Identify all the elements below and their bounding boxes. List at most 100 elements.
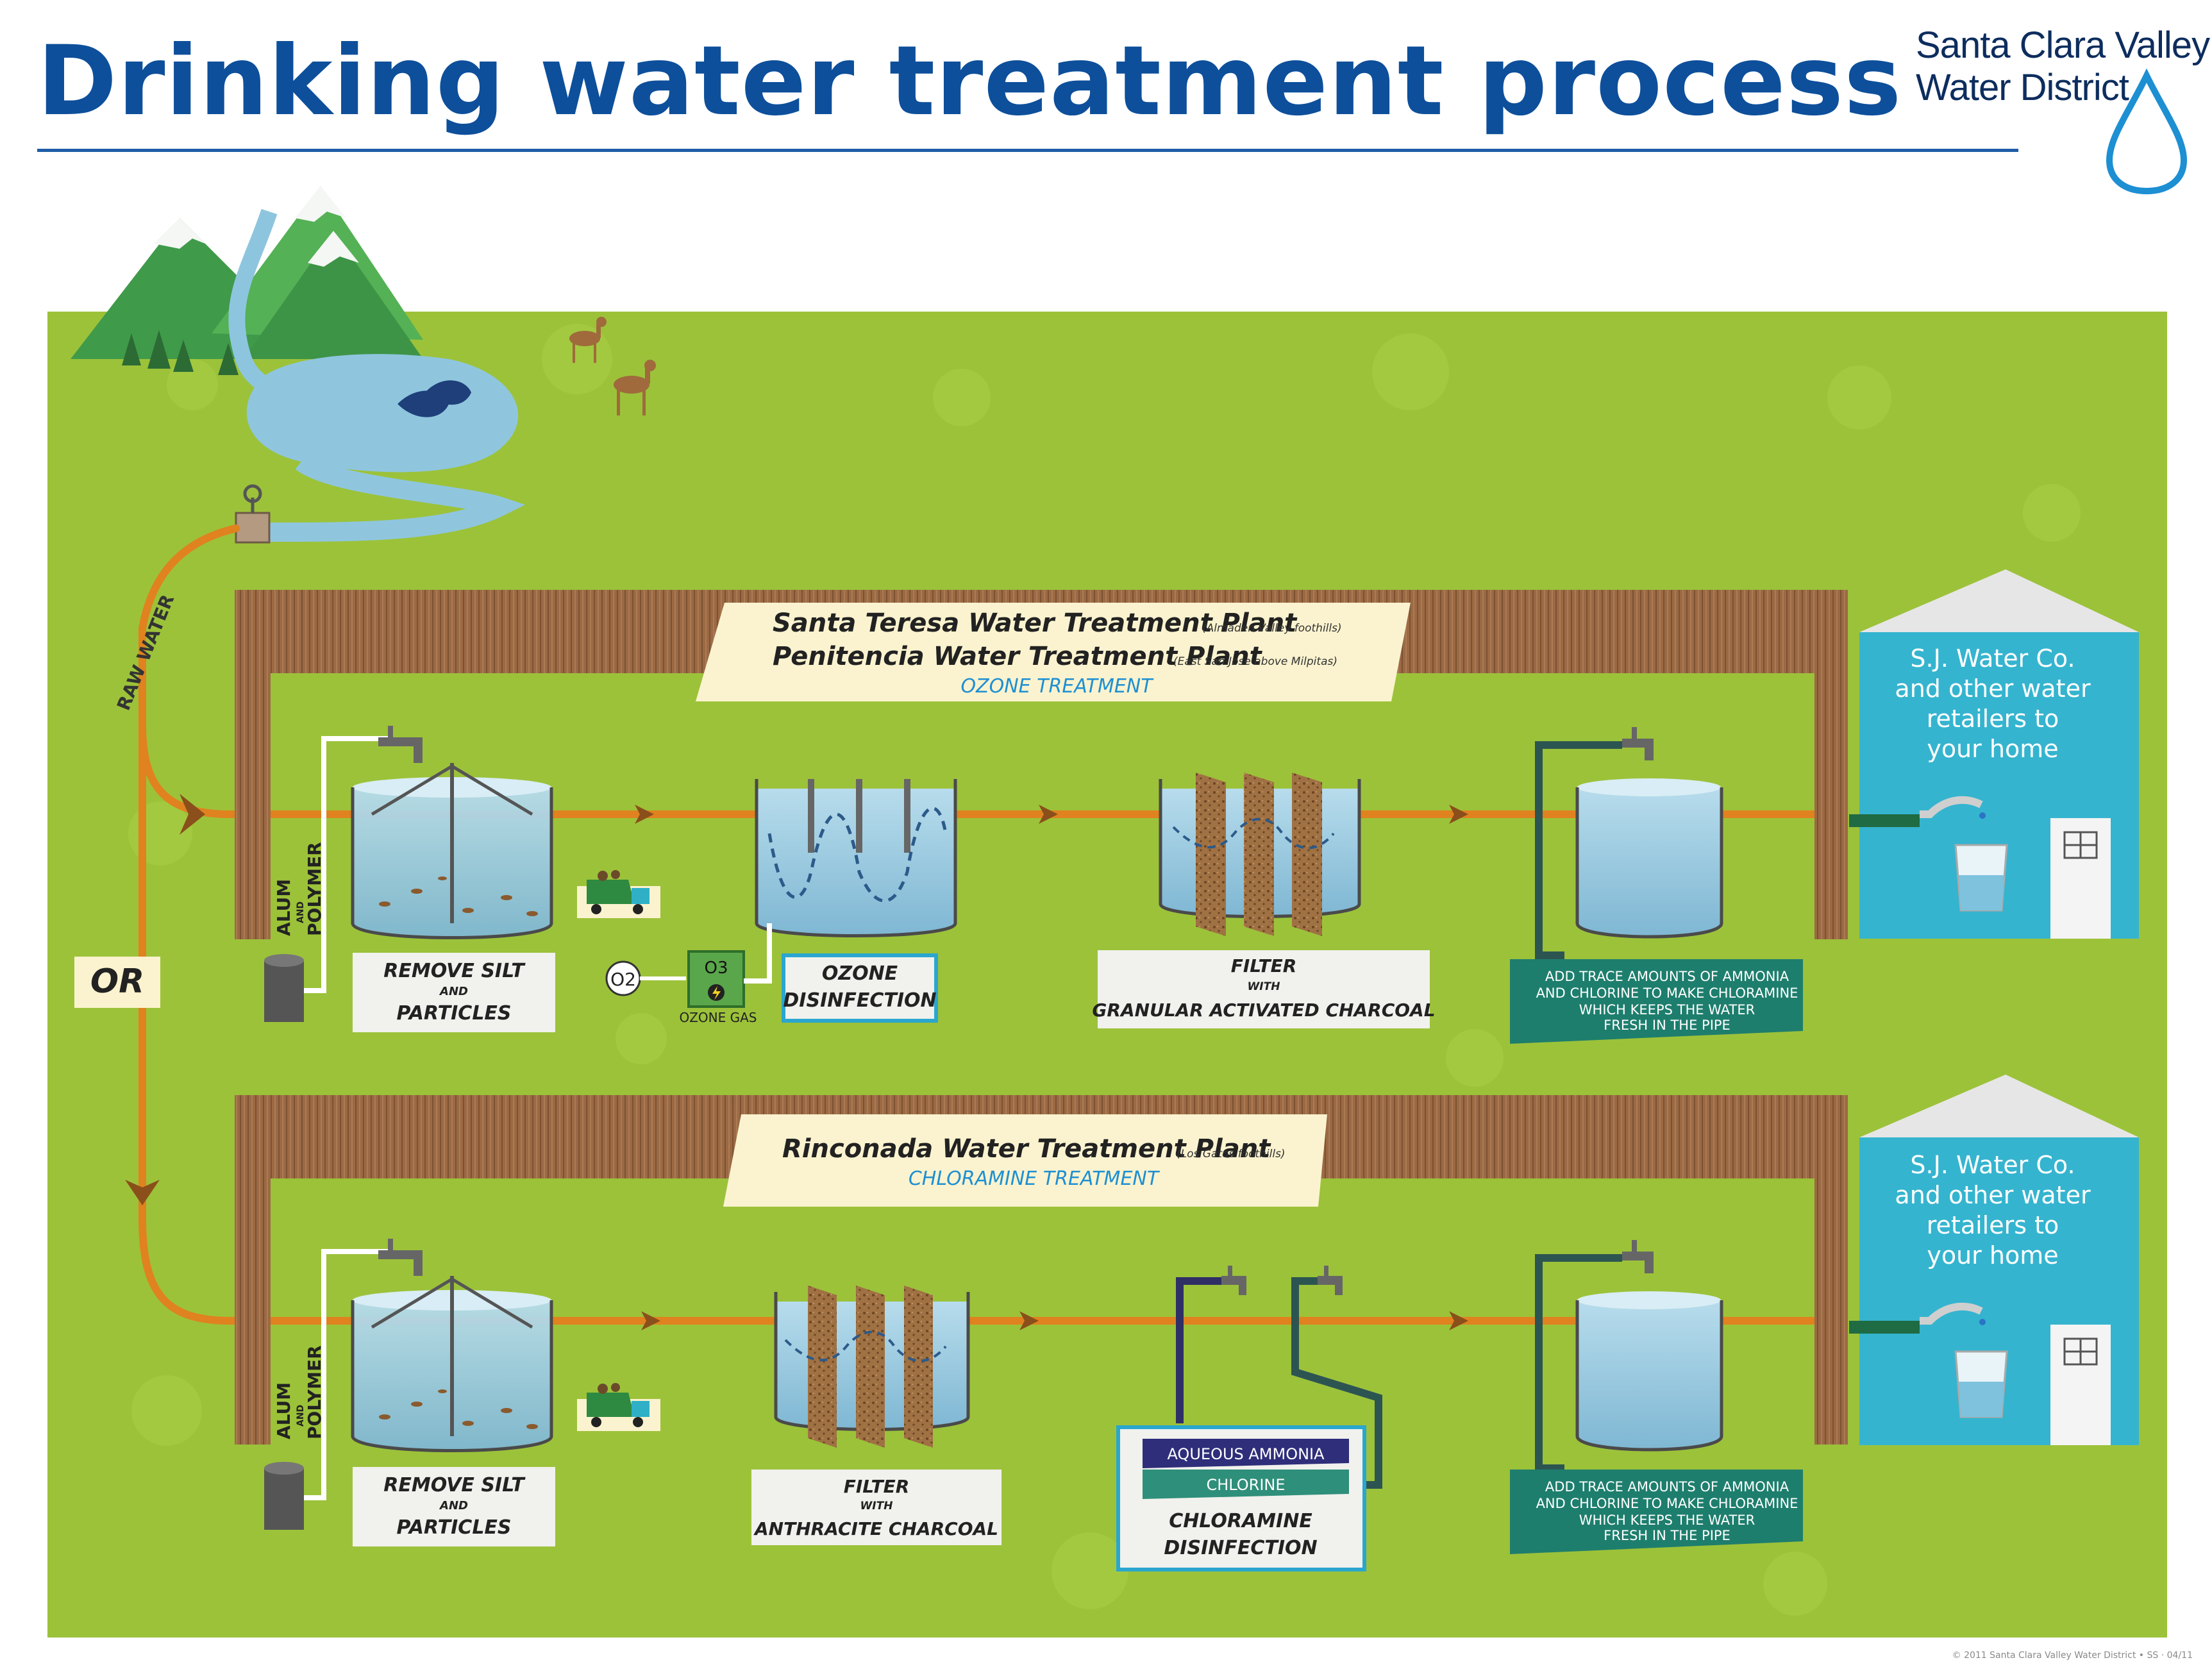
lower-house-line4: your home [1927,1241,2058,1269]
lower-sludge-truck-icon [577,1383,660,1431]
lower-step1-line3: PARTICLES [396,1516,511,1539]
lower-house-line3: retailers to [1927,1211,2059,1239]
upper-house-line4: your home [1927,735,2058,763]
upper-alum-polymer-label: ALUM AND POLYMER [273,842,325,936]
lower-step2-label-box: FILTER WITH ANTHRACITE CHARCOAL [751,1470,1001,1545]
upper-plant1-name: Santa Teresa Water Treatment Plant [773,608,1298,638]
upper-plant2-name: Penitencia Water Treatment Plant [773,642,1263,671]
upper-polymer-text: POLYMER [304,842,325,936]
upper-house-line2: and other water [1895,674,2091,703]
lower-charcoal-filter-media [808,1286,933,1448]
upper-sedimentation-tank [351,726,553,939]
ammonia-faucet-icon [1221,1266,1246,1295]
upper-plant-banner: Santa Teresa Water Treatment Plant (Alma… [696,603,1411,701]
lower-and-text: AND [296,1405,306,1427]
ozone-gas-label: OZONE GAS [679,1010,757,1025]
lower-alum-polymer-label: ALUM AND POLYMER [273,1345,325,1439]
upper-step3-label-box: FILTER WITH GRANULAR ACTIVATED CHARCOAL [1092,950,1436,1028]
logo-line-1: Santa Clara Valley [1916,24,2210,66]
lower-plant-location: (Los Gatos foothills) [1177,1148,1286,1160]
upper-step3-line2: WITH [1248,980,1280,993]
upper-alum-polymer-tank [264,736,391,1022]
upper-step4-line3: WHICH KEEPS THE WATER [1579,1002,1755,1018]
upper-step1-line1: REMOVE SILT [383,960,526,982]
lower-step3-label-box: AQUEOUS AMMONIA CHLORINE CHLORAMINE DISI… [1116,1425,1366,1571]
o3-label: O3 [704,959,728,978]
upper-step3-line1: FILTER [1231,955,1297,976]
lower-step4-line2: AND CHLORINE TO MAKE CHLORAMINE [1536,1496,1798,1511]
aqueous-ammonia-label: AQUEOUS AMMONIA [1167,1445,1325,1463]
lower-house-line2: and other water [1895,1181,2091,1209]
upper-step1-line3: PARTICLES [396,1002,511,1025]
lower-polymer-text: POLYMER [304,1345,325,1439]
water-glass-icon [1954,1350,2008,1418]
upper-tank1-faucet-icon [378,726,423,763]
lower-house: S.J. Water Co. and other water retailers… [1849,1075,2139,1445]
lower-step3-line2: DISINFECTION [1164,1537,1317,1559]
lower-tank4-faucet-icon [1622,1240,1654,1273]
lower-step2-line3: ANTHRACITE CHARCOAL [753,1518,998,1539]
upper-gac-filter-tank [1159,773,1361,936]
house-door-icon [2050,818,2111,939]
upper-clearwell-tank [1535,727,1723,959]
lower-anthracite-filter-tank [774,1286,970,1448]
upper-step2-label-box: OZONE DISINFECTION [782,953,938,1023]
o2-label: O2 [610,969,636,990]
lower-step1-label-box: REMOVE SILT AND PARTICLES [353,1467,555,1546]
upper-sludge-truck-icon [577,870,660,918]
mountain-landscape-illustration [71,186,656,542]
water-glass-icon [1954,844,2008,912]
upper-step3-line3: GRANULAR ACTIVATED CHARCOAL [1092,1000,1435,1021]
upper-step4-label-box: ADD TRACE AMOUNTS OF AMMONIA AND CHLORIN… [1510,959,1803,1044]
lower-treatment-type: CHLORAMINE TREATMENT [909,1168,1160,1190]
lower-step2-line2: WITH [860,1500,893,1512]
copyright-footer: © 2011 Santa Clara Valley Water District… [1952,1650,2193,1661]
lower-step4-label-box: ADD TRACE AMOUNTS OF AMMONIA AND CHLORIN… [1510,1470,1803,1554]
upper-plant1-location: (Almaden Valley foothills) [1202,622,1342,635]
upper-charcoal-filter-media [1196,773,1322,936]
upper-step2-line1: OZONE [822,962,898,985]
lower-step4-line4: FRESH IN THE PIPE [1604,1528,1730,1543]
lower-sedimentation-tank [351,1239,553,1452]
upper-house: S.J. Water Co. and other water retailers… [1849,569,2139,939]
logo-line-2: Water District [1916,67,2129,108]
upper-treatment-type: OZONE TREATMENT [960,675,1154,698]
house-door-icon [2050,1325,2111,1445]
upper-step1-line2: AND [439,985,468,998]
lower-step2-line1: FILTER [844,1476,910,1497]
lower-step4-line3: WHICH KEEPS THE WATER [1579,1512,1755,1528]
lower-clearwell-tank [1535,1240,1723,1472]
page-title: Drinking water treatment process [37,26,1902,137]
upper-step2-line2: DISINFECTION [783,989,936,1012]
lower-step1-line2: AND [439,1499,468,1512]
upper-house-line1: S.J. Water Co. [1910,644,2075,673]
lower-step1-line1: REMOVE SILT [383,1474,526,1496]
flow-arrows [125,794,1468,1330]
lower-plant-name: Rinconada Water Treatment Plant [782,1134,1271,1164]
or-badge: OR [74,957,160,1008]
lower-alum-polymer-tank [264,1249,391,1530]
upper-tank4-faucet-icon [1622,727,1654,760]
lower-step3-line1: CHLORAMINE [1169,1510,1312,1532]
upper-ozone-generator: O2 O3 OZONE GAS [605,950,757,1025]
upper-ozone-contactor [755,779,957,984]
upper-step1-label-box: REMOVE SILT AND PARTICLES [353,953,555,1032]
lower-step4-line1: ADD TRACE AMOUNTS OF AMMONIA [1545,1479,1789,1495]
water-drop-logo-icon [2106,68,2188,195]
upper-step4-line2: AND CHLORINE TO MAKE CHLORAMINE [1536,985,1798,1001]
lower-tank1-faucet-icon [378,1239,423,1276]
upper-step4-line4: FRESH IN THE PIPE [1604,1018,1730,1033]
upper-plant2-location: (East San Jose above Milpitas) [1173,655,1337,668]
lower-alum-text: ALUM [273,1382,294,1439]
title-divider [37,149,2018,152]
chlorine-label: CHLORINE [1206,1476,1285,1494]
upper-house-line3: retailers to [1927,705,2059,733]
upper-step4-line1: ADD TRACE AMOUNTS OF AMMONIA [1545,969,1789,984]
upper-and-text: AND [296,901,306,923]
lower-chemical-feed [1176,1266,1382,1489]
lower-plant-banner: Rinconada Water Treatment Plant (Los Gat… [723,1114,1327,1207]
district-logo-text: Santa Clara Valley Water District [1916,24,2210,109]
or-label: OR [90,962,144,1001]
chlorine-faucet-icon [1318,1266,1343,1295]
